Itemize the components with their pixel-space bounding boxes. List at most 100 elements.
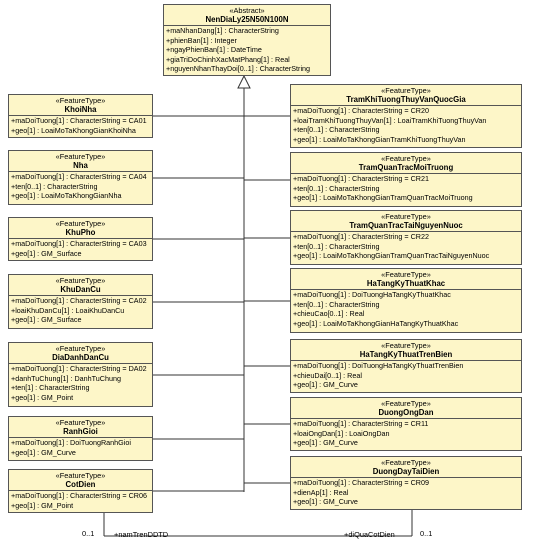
class-header: «FeatureType»DuongDayTaiDien <box>291 457 521 478</box>
class-attribute: +maDoiTuong[1] : CharacterString = CA03 <box>11 239 147 248</box>
class-nha: «FeatureType»Nha+maDoiTuong[1] : Charact… <box>8 150 153 205</box>
generalization-arrowhead <box>237 74 251 89</box>
class-duong-day-tai-dien: «FeatureType»DuongDayTaiDien+maDoiTuong[… <box>290 456 522 510</box>
class-attribute: +ten[0..1] : CharacterString <box>11 181 98 191</box>
class-khu-pho: «FeatureType»KhuPho+maDoiTuong[1] : Char… <box>8 217 153 261</box>
class-attribute: +ten[0..1] : CharacterString <box>293 183 380 193</box>
class-name: TramQuanTracTaiNguyenNuoc <box>349 221 463 230</box>
class-header: «FeatureType»RanhGioi <box>9 417 152 438</box>
class-attributes: +maDoiTuong[1] : CharacterString = CA01+… <box>9 116 152 135</box>
class-name: DuongOngDan <box>378 408 434 417</box>
class-attributes: +maDoiTuong[1] : CharacterString = CR22+… <box>291 232 521 261</box>
class-attribute: +loaiTramKhiTuongThuyVan[1] : LoaiTramKh… <box>293 115 487 125</box>
class-name: HaTangKyThuatTrenBien <box>359 350 453 359</box>
class-attributes: +maDoiTuong[1] : CharacterString = CR20+… <box>291 106 521 144</box>
class-stereotype: «FeatureType» <box>381 212 431 221</box>
class-tram-khi-tuong-thuy-van-quoc-gia: «FeatureType»TramKhiTuongThuyVanQuocGia+… <box>290 84 522 148</box>
class-name: DiaDanhDanCu <box>52 353 109 362</box>
class-attribute: +geo[1] : GM_Curve <box>293 438 358 447</box>
class-attribute: +danhTuChung[1] : DanhTuChung <box>11 373 121 383</box>
association-role-left: +namTrenDDTD <box>114 530 169 539</box>
class-attribute: +dienAp[1] : Real <box>293 487 349 497</box>
class-attribute: +maDoiTuong[1] : CharacterString = CR20 <box>293 106 429 115</box>
class-ha-tang-ky-thuat-khac: «FeatureType»HaTangKyThuatKhac+maDoiTuon… <box>290 268 522 333</box>
class-attribute: +loaiOngDan[1] : LoaiOngDan <box>293 428 390 438</box>
class-attributes: +maDoiTuong[1] : CharacterString = CR06+… <box>9 491 152 510</box>
class-name: KhuPho <box>65 228 96 237</box>
class-stereotype: «FeatureType» <box>381 458 431 467</box>
association-role-right: +diQuaCotDien <box>344 530 395 539</box>
class-stereotype: «FeatureType» <box>55 96 106 105</box>
class-name: RanhGioi <box>63 427 98 436</box>
class-attribute: +ten[0..1] : CharacterString <box>293 125 380 134</box>
association-multiplicity-left: 0..1 <box>82 529 95 538</box>
class-stereotype: «FeatureType» <box>55 418 106 427</box>
class-khu-dan-cu: «FeatureType»KhuDanCu+maDoiTuong[1] : Ch… <box>8 274 153 329</box>
class-dia-danh-dan-cu: «FeatureType»DiaDanhDanCu+maDoiTuong[1] … <box>8 342 153 407</box>
class-attribute: +maDoiTuong[1] : CharacterString = CR22 <box>293 232 429 241</box>
class-attribute: +loaiKhuDanCu[1] : LoaiKhuDanCu <box>11 305 125 315</box>
class-nen-dia-ly25-n50-n100-n: «Abstract»NenDiaLy25N50N100N+maNhanDang[… <box>163 4 331 76</box>
class-attribute: +geo[1] : LoaiMoTaKhongGianKhoiNha <box>11 125 136 135</box>
class-attributes: +maDoiTuong[1] : CharacterString = CR21+… <box>291 174 521 203</box>
class-attribute: +ngayPhienBan[1] : DateTime <box>166 45 262 54</box>
class-attribute: +maDoiTuong[1] : CharacterString = CA04 <box>11 172 147 181</box>
class-attribute: +geo[1] : GM_Curve <box>293 380 358 389</box>
class-attribute: +ten[1] : CharacterString <box>11 383 90 392</box>
class-cot-dien: «FeatureType»CotDien+maDoiTuong[1] : Cha… <box>8 469 153 513</box>
class-header: «FeatureType»HaTangKyThuatTrenBien <box>291 340 521 361</box>
class-duong-ong-dan: «FeatureType»DuongOngDan+maDoiTuong[1] :… <box>290 397 522 451</box>
class-header: «FeatureType»KhuDanCu <box>9 275 152 296</box>
class-header: «FeatureType»Nha <box>9 151 152 172</box>
class-attribute: +maDoiTuong[1] : CharacterString = CA02 <box>11 296 147 305</box>
class-name: DuongDayTaiDien <box>372 467 440 476</box>
class-attribute: +geo[1] : GM_Point <box>11 500 74 510</box>
class-name: KhuDanCu <box>60 285 101 294</box>
class-attribute: +maDoiTuong[1] : DoiTuongHaTangKyThuatTr… <box>293 361 464 370</box>
class-attribute: +ten[0..1] : CharacterString <box>293 241 380 251</box>
class-stereotype: «FeatureType» <box>381 399 431 408</box>
class-stereotype: «FeatureType» <box>55 276 106 285</box>
class-tram-quan-trac-tai-nguyen-nuoc: «FeatureType»TramQuanTracTaiNguyenNuoc +m… <box>290 210 522 265</box>
class-attributes: +maDoiTuong[1] : CharacterString = CR09+… <box>291 478 521 507</box>
class-stereotype: «FeatureType» <box>381 86 431 95</box>
class-attribute: +geo[1] : LoaiMoTaKhongGianTramKhiTuongT… <box>293 134 466 144</box>
class-attribute: +geo[1] : LoaiMoTaKhongGianTramQuanTracT… <box>293 251 490 260</box>
class-header: «FeatureType»DuongOngDan <box>291 398 521 419</box>
class-attribute: +maDoiTuong[1] : CharacterString = CR11 <box>293 419 429 428</box>
class-attribute: +maDoiTuong[1] : CharacterString = DA02 <box>11 364 147 373</box>
class-name: KhoiNha <box>64 105 97 114</box>
class-stereotype: «Abstract» <box>229 6 265 15</box>
class-attribute: +nguyenNhanThayDoi[0..1] : CharacterStri… <box>166 64 311 73</box>
class-attribute: +giaTriDoChinhXacMatPhang[1] : Real <box>166 54 290 64</box>
class-stereotype: «FeatureType» <box>55 219 106 228</box>
class-header: «FeatureType»KhoiNha <box>9 95 152 116</box>
class-attributes: +maDoiTuong[1] : CharacterString = CA02+… <box>9 296 152 325</box>
class-header: «Abstract»NenDiaLy25N50N100N <box>164 5 330 26</box>
class-attribute: +geo[1] : GM_Point <box>11 392 74 402</box>
class-attributes: +maDoiTuong[1] : CharacterString = CA04+… <box>9 172 152 201</box>
class-attribute: +phienBan[1] : Integer <box>166 35 237 45</box>
class-attribute: +geo[1] : GM_Surface <box>11 315 82 324</box>
class-name: Nha <box>73 161 88 170</box>
class-name: CotDien <box>65 480 96 489</box>
class-attribute: +maNhanDang[1] : CharacterString <box>166 26 279 35</box>
class-attribute: +geo[1] : LoaiMoTaKhongGianTramQuanTracM… <box>293 193 473 202</box>
class-stereotype: «FeatureType» <box>55 344 106 353</box>
class-stereotype: «FeatureType» <box>381 341 431 350</box>
class-header: «FeatureType»KhuPho <box>9 218 152 239</box>
class-stereotype: «FeatureType» <box>55 152 106 161</box>
class-stereotype: «FeatureType» <box>55 471 106 480</box>
class-header: «FeatureType»TramKhiTuongThuyVanQuocGia <box>291 85 521 106</box>
class-attribute: +maDoiTuong[1] : CharacterString = CA01 <box>11 116 147 125</box>
class-attribute: +chieuDai[0..1] : Real <box>293 370 362 380</box>
class-stereotype: «FeatureType» <box>381 154 431 163</box>
class-ha-tang-ky-thuat-tren-bien: «FeatureType»HaTangKyThuatTrenBien+maDoi… <box>290 339 522 393</box>
class-header: «FeatureType»DiaDanhDanCu <box>9 343 152 364</box>
class-header: «FeatureType»CotDien <box>9 470 152 491</box>
class-attribute: +geo[1] : GM_Surface <box>11 248 82 258</box>
class-attributes: +maDoiTuong[1] : DoiTuongRanhGioi+geo[1]… <box>9 438 152 457</box>
class-header: «FeatureType»HaTangKyThuatKhac <box>291 269 521 290</box>
